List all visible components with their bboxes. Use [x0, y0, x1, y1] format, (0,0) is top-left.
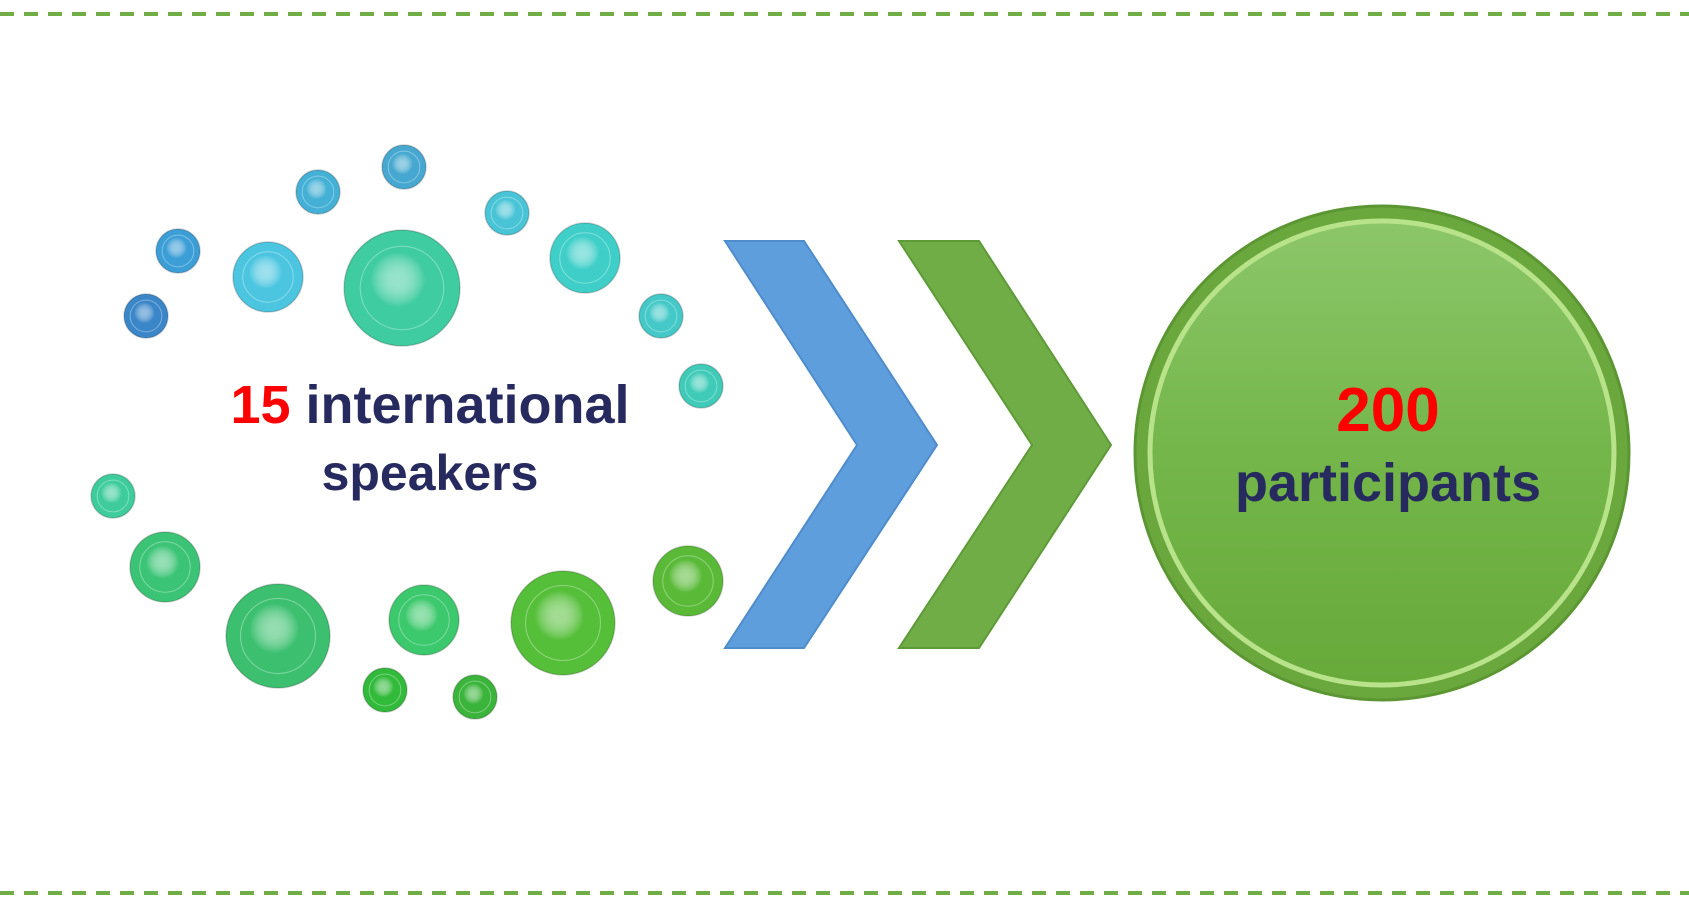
bubble-11-highlight [96, 479, 130, 513]
bubble-1-highlight [387, 150, 421, 184]
speakers-label: 15 international speakers [150, 378, 710, 498]
bubble-ring [90, 144, 724, 720]
participants-count: 200 [1336, 376, 1440, 445]
bubble-13-highlight [240, 598, 316, 674]
bubble-17-highlight [662, 555, 714, 607]
bubble-14-highlight [398, 594, 450, 646]
bubble-12-highlight [139, 541, 191, 593]
bubble-15-highlight [368, 673, 402, 707]
speakers-count: 15 [230, 375, 291, 435]
bubble-18-highlight [458, 680, 492, 714]
bubble-9-highlight [559, 232, 611, 284]
chevron-arrow-green [897, 240, 1113, 649]
speakers-label-line1: 15 international [150, 378, 710, 432]
bubble-2-highlight [301, 175, 335, 209]
speakers-line2-text: speakers [321, 445, 539, 501]
bubble-8-highlight [359, 245, 445, 331]
participants-circle-inner [1147, 218, 1617, 688]
bubble-16-highlight [525, 585, 601, 661]
participants-label: 200 participants [1128, 376, 1648, 513]
bubble-5-highlight [129, 299, 163, 333]
speakers-line1-text: international [305, 375, 630, 435]
bubble-10-highlight [684, 369, 718, 403]
chevron-arrow-blue [723, 240, 939, 649]
participants-text: participants [1234, 453, 1542, 513]
bubble-7-highlight [242, 251, 294, 303]
bubble-4-highlight [644, 299, 678, 333]
bubble-6-highlight [161, 234, 195, 268]
bubble-3-highlight [490, 196, 524, 230]
